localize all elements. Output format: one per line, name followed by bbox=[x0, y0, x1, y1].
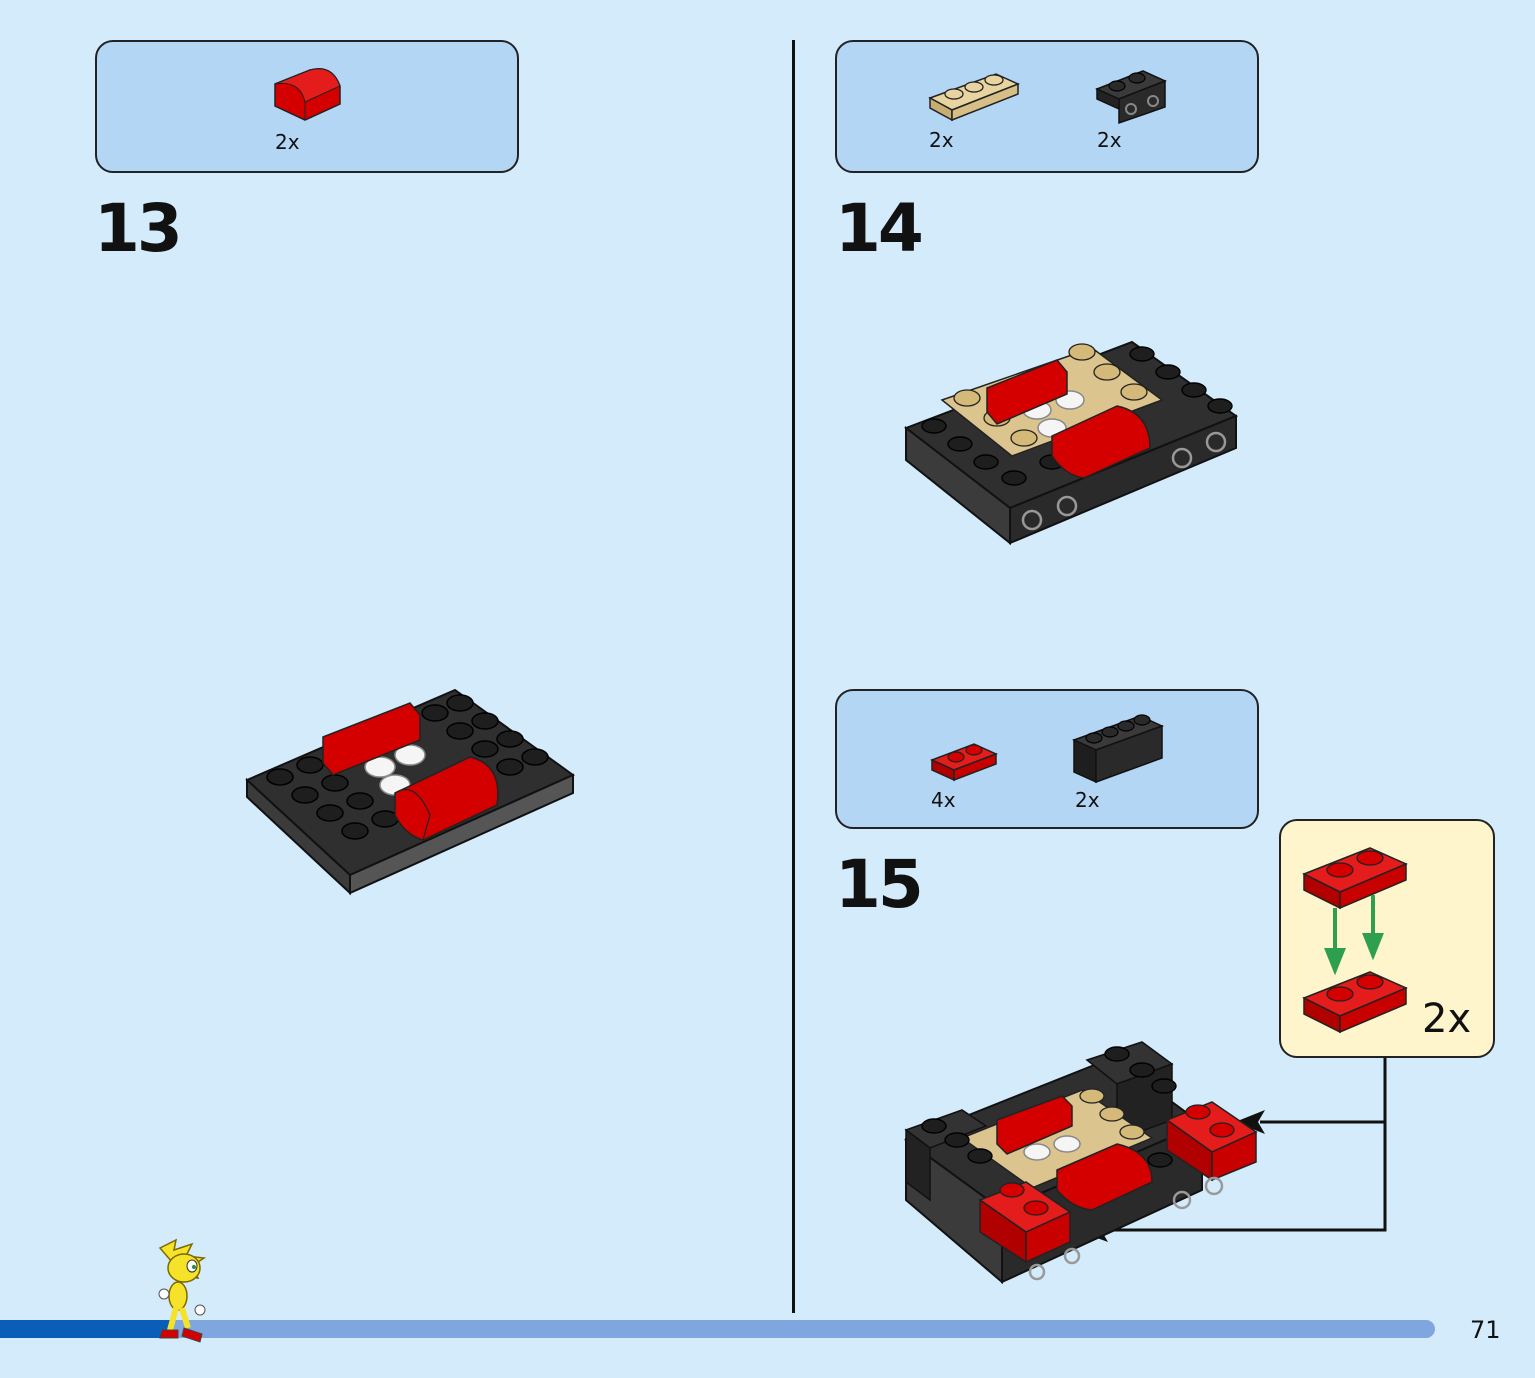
step-13-model bbox=[245, 688, 575, 896]
column-divider bbox=[792, 40, 795, 1313]
part-qty-13-1: 2x bbox=[275, 130, 300, 154]
parts-box-step-14 bbox=[835, 40, 1259, 173]
subassembly-qty: 2x bbox=[1422, 996, 1472, 1042]
page-number: 71 bbox=[1470, 1316, 1501, 1344]
step-15-model bbox=[903, 1041, 1258, 1285]
subassembly-diagram bbox=[1302, 847, 1408, 1034]
part-qty-15-1: 4x bbox=[931, 788, 956, 812]
step-number-13: 13 bbox=[94, 190, 183, 267]
part-qty-14-1: 2x bbox=[929, 128, 954, 152]
part-qty-15-2: 2x bbox=[1075, 788, 1100, 812]
part-qty-14-2: 2x bbox=[1097, 128, 1122, 152]
step-number-14: 14 bbox=[835, 190, 924, 267]
step-number-15: 15 bbox=[835, 846, 924, 923]
black-bracket-icon bbox=[1095, 70, 1167, 125]
red-curved-slope-icon bbox=[274, 68, 341, 121]
progress-bar-fill bbox=[0, 1320, 173, 1338]
tan-plate-icon bbox=[928, 73, 1020, 122]
black-1x4-brick-icon bbox=[1072, 714, 1164, 784]
step-14-model bbox=[903, 340, 1239, 546]
progress-bar-track bbox=[0, 1320, 1435, 1338]
running-character-icon bbox=[158, 1238, 207, 1343]
red-1x2-plate-icon bbox=[930, 743, 998, 782]
parts-box-step-15 bbox=[835, 689, 1259, 829]
